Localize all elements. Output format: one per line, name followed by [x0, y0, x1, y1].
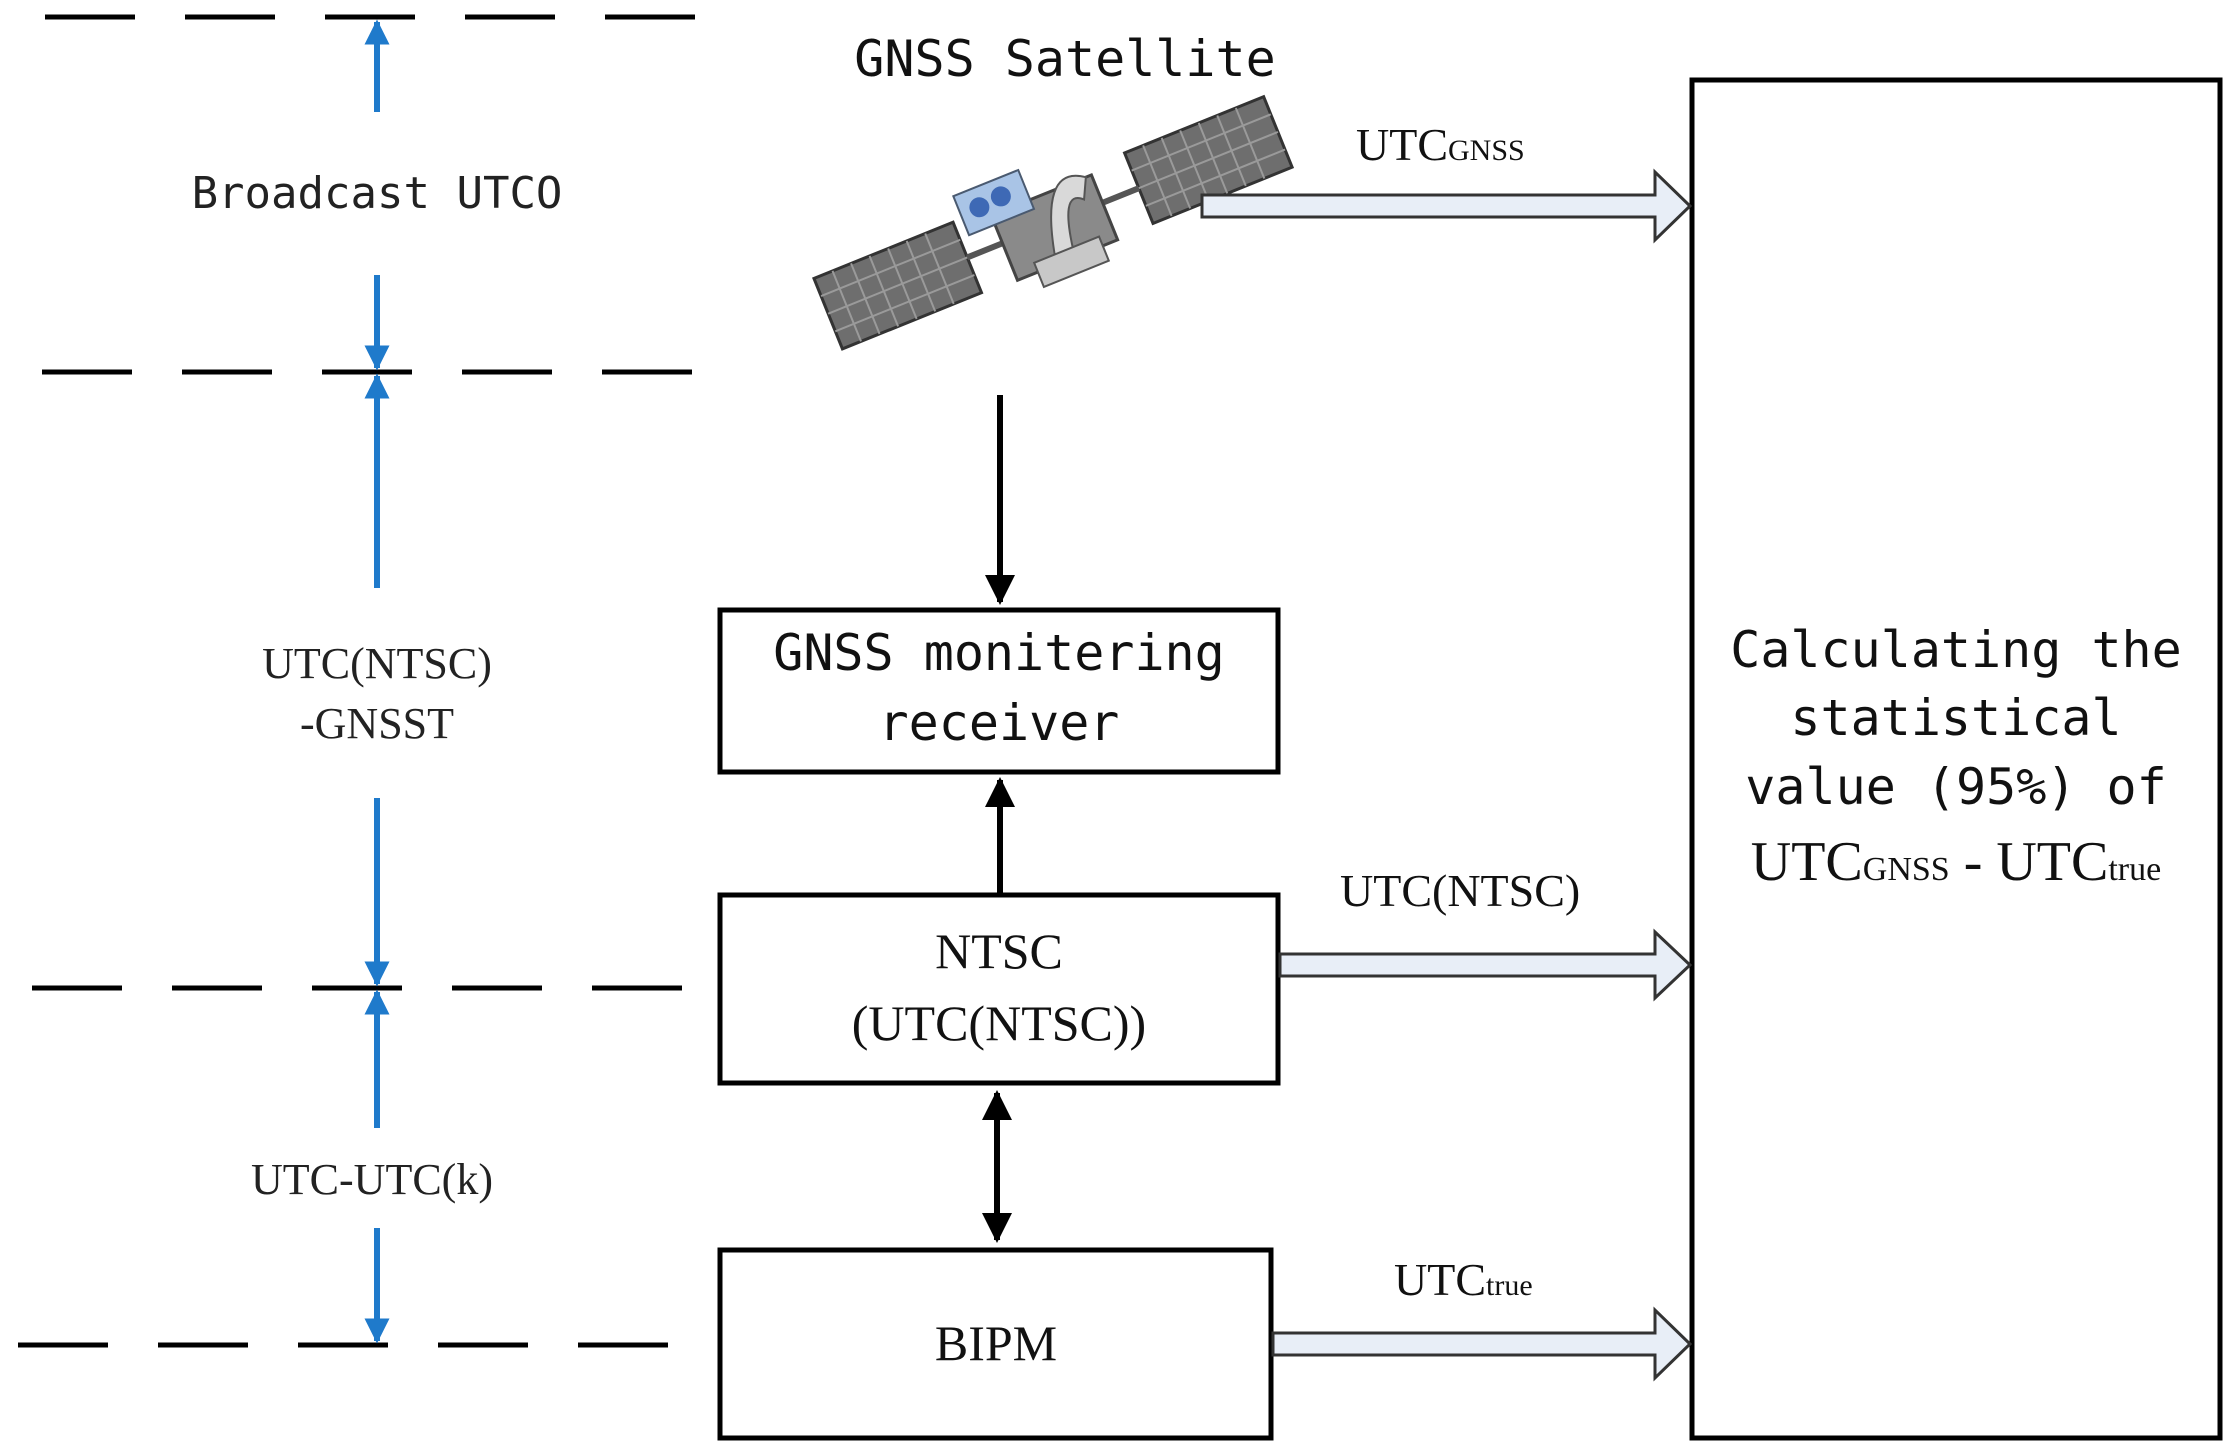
solar-panel-left-icon: [812, 220, 1006, 351]
calculation-box: [1689, 77, 2223, 1441]
label-utc-ntsc-gnsst-2: -GNSST: [300, 699, 454, 748]
label-utc-gnss: UTCGNSS: [1356, 119, 1525, 170]
label-utc-true: UTCtrue: [1394, 1254, 1533, 1305]
bipm-label: BIPM: [935, 1315, 1057, 1371]
hollow-arrow-utc-gnss: [1200, 168, 1693, 244]
calc-label-1: Calculating the: [1730, 621, 2182, 679]
label-utc-ntsc-gnsst-1: UTC(NTSC): [262, 639, 492, 688]
hollow-arrow-utc-ntsc: [1278, 928, 1693, 1002]
satellite-icon: [812, 94, 1295, 351]
label-broadcast-utco: Broadcast UTCO: [192, 168, 563, 219]
bipm-box: [717, 1247, 1274, 1441]
label-utc-gnss-sub: GNSS: [1448, 134, 1525, 167]
label-utc-ntsc: UTC(NTSC): [1340, 865, 1580, 916]
satellite-title: GNSS Satellite: [854, 30, 1275, 88]
receiver-label-2: receiver: [879, 694, 1120, 752]
calc-sep: -: [1950, 831, 1997, 893]
ntsc-label-2: (UTC(NTSC)): [852, 995, 1146, 1051]
label-utc-utck: UTC-UTC(k): [251, 1155, 493, 1204]
calc-label-3: value (95%) of: [1745, 758, 2166, 816]
hollow-arrows: [1200, 168, 1693, 1382]
label-utc-true-sub: true: [1486, 1269, 1533, 1302]
reference-lines: [18, 14, 715, 1348]
label-utc-true-main: UTC: [1394, 1254, 1486, 1305]
ntsc-label-1: NTSC: [935, 923, 1063, 979]
calc-label-2: statistical: [1790, 689, 2121, 747]
hollow-arrow-utc-true: [1271, 1306, 1693, 1382]
calc-utc-b: UTC: [1996, 831, 2108, 893]
label-utc-gnss-main: UTC: [1356, 119, 1448, 170]
receiver-box: [717, 607, 1281, 775]
receiver-label-1: GNSS monitering: [773, 624, 1225, 682]
calc-utc-a-sub: GNSS: [1863, 851, 1950, 888]
ntsc-box: [717, 892, 1281, 1086]
calc-utc-a: UTC: [1751, 831, 1863, 893]
calc-utc-b-sub: true: [2108, 851, 2161, 888]
calc-label-4: UTCGNSS - UTCtrue: [1751, 831, 2161, 893]
